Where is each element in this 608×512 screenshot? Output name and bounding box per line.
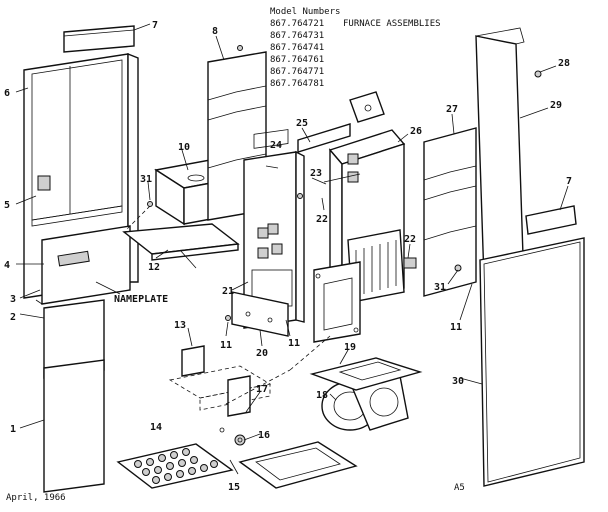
nameplate-leader — [95, 281, 121, 295]
callout-2: 2 — [10, 312, 16, 323]
callout-23: 23 — [310, 168, 322, 179]
callout-6: 6 — [4, 88, 10, 99]
callout-20: 20 — [256, 348, 268, 359]
callout-13: 13 — [174, 320, 186, 331]
callout-31-left: 31 — [140, 174, 152, 185]
callout-12: 12 — [148, 262, 160, 273]
callout-19: 19 — [344, 342, 356, 353]
part-27-duct-panel — [423, 127, 477, 297]
model-number-4: 867.764761 — [270, 55, 324, 65]
callout-labels: 7 6 5 4 3 2 1 8 10 31 12 13 17 16 14 15 … — [4, 20, 572, 493]
part-26-bracket — [349, 91, 385, 123]
date-label: April, 1966 — [6, 493, 66, 503]
callout-11-lower: 11 — [220, 340, 232, 351]
callout-14: 14 — [150, 422, 162, 433]
callout-7-right: 7 — [566, 176, 572, 187]
callout-7-left: 7 — [152, 20, 158, 31]
model-number-3: 867.764741 — [270, 43, 324, 53]
model-numbers-block: Model Numbers 867.764721 FURNACE ASSEMBL… — [270, 7, 441, 89]
assembly-guide-lines — [125, 205, 331, 405]
callout-4: 4 — [4, 260, 10, 271]
part-12-shelf — [122, 223, 240, 269]
callout-25: 25 — [296, 118, 308, 129]
model-number-5: 867.764771 — [270, 67, 324, 77]
part-13-gas-valve — [168, 345, 272, 417]
screws — [147, 45, 542, 321]
callout-10: 10 — [178, 142, 190, 153]
part-20-bracket-plate — [231, 291, 289, 337]
grate-holes — [134, 448, 218, 484]
callout-29: 29 — [550, 100, 562, 111]
callout-22-right: 22 — [404, 234, 416, 245]
page-code: A5 — [454, 483, 465, 493]
callout-8: 8 — [212, 26, 218, 37]
callout-15: 15 — [228, 482, 240, 493]
manifold-assembly — [347, 229, 417, 303]
model-number-1: 867.764721 — [270, 19, 324, 29]
callout-27: 27 — [446, 104, 458, 115]
callout-30: 30 — [452, 376, 464, 387]
callout-11-right: 11 — [450, 322, 462, 333]
part-15-filter-frame — [238, 441, 358, 489]
assembly-title: FURNACE ASSEMBLIES — [343, 19, 441, 29]
part-16-hardware — [219, 427, 246, 446]
model-number-2: 867.764731 — [270, 31, 324, 41]
callout-31-right: 31 — [434, 282, 446, 293]
callout-22-center: 22 — [316, 214, 328, 225]
callout-16: 16 — [258, 430, 270, 441]
part-7-right-strip — [525, 205, 577, 235]
callout-24: 24 — [270, 140, 282, 151]
callout-18: 18 — [316, 390, 328, 401]
callout-28: 28 — [558, 58, 570, 69]
part-29-side-column — [475, 27, 525, 287]
part-14-burner-grate — [116, 443, 234, 489]
part-lower-collar — [313, 261, 361, 343]
model-number-6: 867.764781 — [270, 79, 324, 89]
callout-3: 3 — [10, 294, 16, 305]
model-numbers-label: Model Numbers — [270, 7, 340, 17]
part-7-top-strip — [63, 25, 135, 53]
part-19-blower-deck — [309, 357, 423, 391]
callout-5: 5 — [4, 200, 10, 211]
part-30-front-panel — [479, 237, 585, 487]
callout-26: 26 — [410, 126, 422, 137]
part-1-bottom-panel — [43, 359, 105, 493]
callout-11-center: 11 — [288, 338, 300, 349]
callout-1: 1 — [10, 424, 16, 435]
callout-leaders — [15, 23, 569, 475]
nameplate-label: NAMEPLATE — [114, 294, 168, 305]
part-3-door-panel — [35, 225, 131, 305]
callout-21: 21 — [222, 286, 234, 297]
callout-17: 17 — [256, 384, 268, 395]
